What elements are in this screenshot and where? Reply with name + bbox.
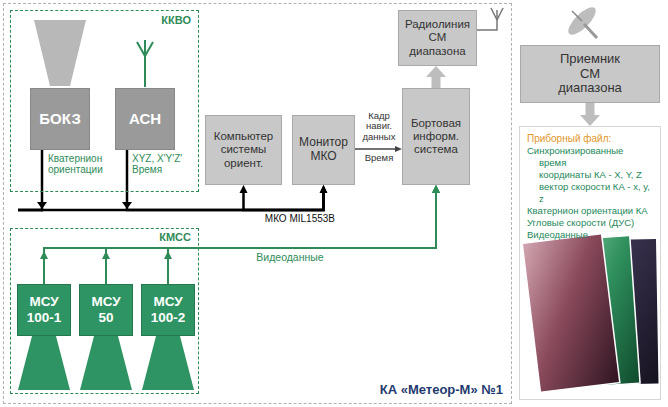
signal-label: Время: [356, 153, 402, 163]
group-title: ККВО: [161, 14, 191, 27]
arrowhead: [320, 185, 327, 193]
arrowhead: [426, 66, 446, 77]
camera-box: МСУ 100-1: [17, 284, 71, 336]
connector-group: [426, 66, 446, 88]
file-line: Приборный файл:: [527, 133, 656, 145]
file-line: вектор скорости КА - x, y, z: [527, 181, 656, 205]
connector: [355, 148, 396, 149]
connector: [586, 103, 595, 116]
file-line: Угловые скорости (ДУС): [527, 217, 656, 229]
edge-label: Кадр навиг. данных: [356, 111, 402, 142]
box-label: Монитор МКО: [297, 136, 350, 164]
box-label: МСУ 100-2: [146, 294, 190, 325]
group-title: КМСС: [159, 231, 191, 244]
connector-group: [106, 185, 440, 284]
connector: [432, 76, 441, 88]
connector: [168, 192, 436, 284]
file-line: Видеоданные: [527, 229, 656, 241]
box-label: Бортовая информ. система: [407, 117, 465, 157]
connector-group: [355, 146, 402, 152]
camera-lens: [18, 336, 70, 390]
arrowhead: [240, 185, 248, 193]
box-label: Приемник СМ диапазона: [552, 52, 628, 97]
sensor-box: АСН: [115, 88, 175, 150]
file-panel: Приборный файл:Синхронизированныевремяко…: [519, 126, 661, 400]
edge-label: Кватернион ориентации: [48, 153, 118, 175]
file-line: время: [527, 157, 656, 169]
bus-label: МКО MIL1553B: [230, 213, 335, 224]
connector-group: [168, 185, 440, 284]
sensor-box: БОКЗ: [30, 88, 90, 150]
arrowhead: [320, 185, 327, 193]
box-label: Радиолиния СМ диапазона: [403, 18, 472, 58]
box-label: Компьютер системы ориент.: [210, 130, 277, 170]
arrowhead: [320, 185, 328, 193]
arrowhead: [580, 115, 600, 126]
edge-label: XYZ, X'Y'Z' Время: [132, 153, 194, 175]
connector-group: [44, 185, 440, 284]
arrowhead: [432, 185, 440, 193]
process-box: Компьютер системы ориент.: [205, 115, 282, 185]
receiver-box: Приемник СМ диапазона: [520, 45, 660, 103]
connector: [244, 192, 324, 210]
gnss-antenna-symbol: [137, 40, 153, 87]
arrowhead: [395, 146, 402, 152]
dish-antenna-symbol: [564, 3, 599, 38]
subsystem-group: МСУ 100-1 МСУ 50 МСУ 100-2 КМСС: [10, 228, 199, 394]
arrowhead: [432, 185, 440, 193]
file-line: Кватернион ориентации КА: [527, 205, 656, 217]
connector-group: [580, 103, 600, 126]
process-box: Монитор МКО: [292, 115, 355, 185]
box-label: МСУ 50: [84, 294, 128, 325]
box-label: БОКЗ: [35, 110, 85, 127]
connector-group: [240, 185, 328, 210]
group-title: КА «Метеор-М» №1: [380, 383, 503, 398]
star-sensor-hood: [34, 20, 86, 86]
file-line: координаты КА - X, Y, Z: [527, 169, 656, 181]
box-label: АСН: [120, 110, 170, 127]
camera-box: МСУ 100-2: [141, 284, 195, 336]
file-line: Синхронизированные: [527, 145, 656, 157]
process-box: Бортовая информ. система: [402, 88, 470, 185]
satellite-image: [522, 234, 620, 393]
connector: [106, 192, 436, 284]
arrowhead: [432, 185, 440, 193]
connector: [44, 192, 436, 284]
spacecraft-frame: БОКЗ АСН ККВО Компьютер системы ориент. Мони…: [3, 3, 512, 404]
camera-lens: [142, 336, 194, 390]
camera-box: МСУ 50: [79, 284, 133, 336]
subsystem-group: БОКЗ АСН ККВО: [10, 10, 199, 192]
camera-lens: [80, 336, 132, 390]
connector-group: [42, 150, 327, 210]
edge-label: Видеоданные: [230, 252, 350, 264]
box-label: МСУ 100-1: [22, 294, 66, 325]
bus-line: [18, 209, 43, 212]
process-box: Радиолиния СМ диапазона: [398, 10, 477, 66]
